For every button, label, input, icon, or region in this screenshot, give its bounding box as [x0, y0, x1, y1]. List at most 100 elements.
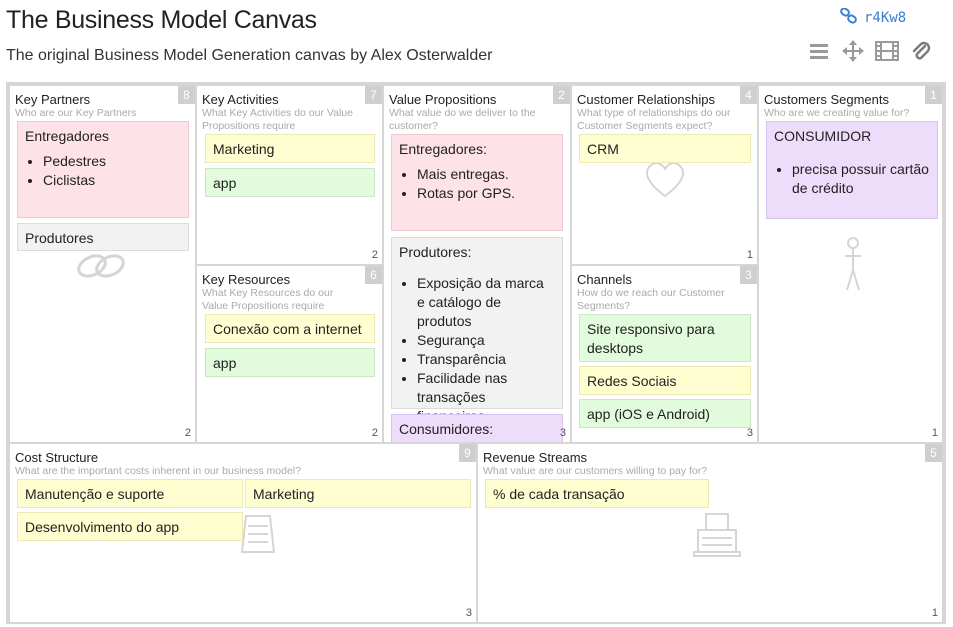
note-count: 1 [931, 427, 938, 439]
block-title: Channels [577, 272, 632, 287]
block-key-resources[interactable]: Key Resources What Key Resources do our … [195, 264, 384, 444]
note-entregadores[interactable]: Entregadores Pedestres Ciclistas [17, 121, 189, 218]
paperclip-icon[interactable] [908, 38, 934, 64]
page-title: The Business Model Canvas [6, 6, 317, 34]
block-number-badge: 1 [925, 86, 942, 104]
block-question: What value do we deliver to the customer… [389, 107, 536, 132]
note-list-item: Exposição da marca e catálogo de produto… [417, 274, 555, 331]
note-heading: Consumidores: [399, 421, 494, 437]
note-text: app [213, 175, 237, 191]
share-link[interactable]: r4Kw8 [840, 7, 907, 28]
note-list-item: Rotas por GPS. [417, 184, 555, 203]
block-question: What type of relationships do our Custom… [577, 107, 731, 132]
note-list: Pedestres Ciclistas [25, 152, 181, 190]
film-icon[interactable] [874, 38, 900, 64]
note-site-responsivo[interactable]: Site responsivo para desktops [579, 314, 751, 362]
note-list-item: Pedestres [43, 152, 181, 171]
block-number-badge: 4 [740, 86, 757, 104]
block-title: Value Propositions [389, 92, 497, 107]
link-icon [840, 7, 858, 28]
note-percentual-transacao[interactable]: % de cada transação [485, 479, 709, 508]
block-question: What Key Activities do our Value Proposi… [202, 107, 353, 132]
note-list-item: Transparência [417, 350, 555, 369]
block-number-badge: 2 [553, 86, 570, 104]
note-consumidores[interactable]: Consumidores: [391, 414, 563, 442]
toolbar [806, 38, 934, 64]
note-count: 3 [746, 427, 753, 439]
note-marketing[interactable]: Marketing [245, 479, 471, 508]
note-count: 3 [465, 607, 472, 619]
person-icon [845, 237, 861, 291]
note-crm[interactable]: CRM [579, 134, 751, 163]
note-entregadores[interactable]: Entregadores: Mais entregas. Rotas por G… [391, 134, 563, 231]
note-heading: Produtores [25, 230, 94, 246]
price-tag-icon [240, 515, 276, 553]
cash-register-icon [693, 513, 741, 557]
note-text: Redes Sociais [587, 373, 677, 389]
note-text: Manutenção e suporte [25, 486, 165, 502]
block-question: How do we reach our Customer Segments? [577, 287, 725, 312]
note-text: Site responsivo para desktops [587, 321, 715, 356]
block-title: Revenue Streams [483, 450, 588, 465]
block-question: What are the important costs inherent in… [15, 465, 301, 477]
block-number-badge: 6 [365, 266, 382, 284]
block-customer-relationships[interactable]: Customer Relationships What type of rela… [570, 84, 759, 266]
block-revenue-streams[interactable]: Revenue Streams What value are our custo… [476, 442, 944, 624]
note-count: 2 [371, 427, 378, 439]
note-list: Mais entregas. Rotas por GPS. [399, 165, 555, 203]
note-text: Marketing [253, 486, 315, 502]
note-count: 1 [746, 249, 753, 261]
note-app[interactable]: app [205, 168, 375, 197]
note-text: Marketing [213, 141, 275, 157]
note-count: 2 [371, 249, 378, 261]
chain-link-icon [77, 254, 125, 278]
block-title: Customers Segments [764, 92, 889, 107]
note-text: % de cada transação [493, 486, 625, 502]
block-number-badge: 8 [178, 86, 195, 104]
block-question: What Key Resources do our Value Proposit… [202, 287, 334, 312]
note-list-item: precisa possuir cartão de crédito [792, 160, 930, 198]
note-text: app [213, 355, 237, 371]
note-count: 2 [184, 427, 191, 439]
list-icon[interactable] [806, 38, 832, 64]
note-consumidor[interactable]: CONSUMIDOR precisa possuir cartão de cré… [766, 121, 938, 219]
note-app[interactable]: app [205, 348, 375, 377]
note-text: CRM [587, 141, 619, 157]
block-title: Cost Structure [15, 450, 99, 465]
note-conexao-internet[interactable]: Conexão com a internet [205, 314, 375, 343]
block-number-badge: 9 [459, 444, 476, 462]
block-customer-segments[interactable]: Customers Segments Who are we creating v… [757, 84, 944, 444]
block-value-propositions[interactable]: Value Propositions What value do we deli… [382, 84, 572, 444]
block-question: Who are we creating value for? [764, 107, 910, 119]
note-desenvolvimento-app[interactable]: Desenvolvimento do app [17, 512, 243, 541]
block-number-badge: 7 [365, 86, 382, 104]
note-list-item: Segurança [417, 331, 555, 350]
note-text: app (iOS e Android) [587, 406, 710, 422]
block-title: Key Resources [202, 272, 291, 287]
block-cost-structure[interactable]: Cost Structure What are the important co… [8, 442, 478, 624]
note-produtores[interactable]: Produtores [17, 223, 189, 251]
note-count: 3 [559, 427, 566, 439]
note-text: Desenvolvimento do app [25, 519, 180, 535]
move-icon[interactable] [840, 38, 866, 64]
block-question: Who are our Key Partners [15, 107, 137, 119]
note-list-item: Mais entregas. [417, 165, 555, 184]
note-heading: Produtores: [399, 244, 472, 260]
note-app-ios-android[interactable]: app (iOS e Android) [579, 399, 751, 428]
note-heading: CONSUMIDOR [774, 128, 872, 144]
note-manutencao-suporte[interactable]: Manutenção e suporte [17, 479, 243, 508]
block-number-badge: 3 [740, 266, 757, 284]
business-model-canvas: Key Partners Who are our Key Partners 8 … [6, 82, 946, 624]
block-channels[interactable]: Channels How do we reach our Customer Se… [570, 264, 759, 444]
block-key-partners[interactable]: Key Partners Who are our Key Partners 8 … [8, 84, 197, 444]
note-redes-sociais[interactable]: Redes Sociais [579, 366, 751, 395]
block-title: Key Partners [15, 92, 91, 107]
share-code: r4Kw8 [864, 10, 907, 26]
block-question: What value are our customers willing to … [483, 465, 708, 477]
note-list: precisa possuir cartão de crédito [774, 160, 930, 198]
block-key-activities[interactable]: Key Activities What Key Activities do ou… [195, 84, 384, 266]
block-title: Customer Relationships [577, 92, 716, 107]
note-produtores[interactable]: Produtores: Exposição da marca e catálog… [391, 237, 563, 424]
block-title: Key Activities [202, 92, 279, 107]
note-marketing[interactable]: Marketing [205, 134, 375, 163]
